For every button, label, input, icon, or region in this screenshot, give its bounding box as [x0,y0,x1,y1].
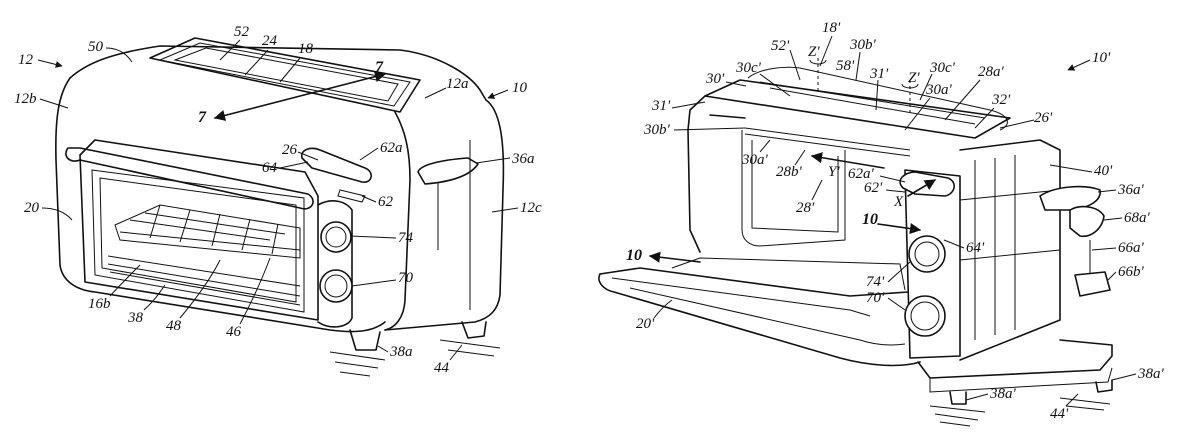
left-figure-labels: 12 12b 50 52 24 18 12a 10 7 7 26 62a 36a… [14,24,542,376]
label-Yp: Y' [828,164,840,180]
label-30cp-right: 30c' [929,60,956,76]
label-62p: 62' [864,180,883,196]
toaster-oven-open-drawing [598,58,1113,427]
label-62a: 62a [380,140,403,156]
label-62ap: 62a' [848,166,875,182]
label-30ap-left: 30a' [741,152,769,168]
label-31p-top: 31' [869,66,889,82]
label-20: 20 [24,200,40,216]
toaster-oven-closed-drawing [55,37,505,377]
label-44: 44 [434,360,450,376]
label-31p-left: 31' [651,98,671,114]
label-30cp-left: 30c' [735,60,762,76]
label-24: 24 [262,33,278,49]
label-30p-top: 30' [705,71,725,87]
label-58p: 58' [836,58,855,74]
label-28ap: 28a' [978,64,1005,80]
label-68ap: 68a' [1124,210,1151,226]
label-28p: 28' [796,200,815,216]
label-70: 70 [398,270,414,286]
label-10-lower: 10 [626,247,642,264]
label-52: 52 [234,24,250,40]
label-48: 48 [166,318,182,334]
label-62: 62 [378,194,394,210]
label-12: 12 [18,52,34,68]
label-7-bottom: 7 [198,109,207,126]
label-50: 50 [88,39,104,55]
label-Zp-1: Z' [808,44,820,60]
label-12a: 12a [446,76,469,92]
label-38ap-right: 38a' [1137,366,1165,382]
label-64: 64 [262,160,278,176]
label-66bp: 66b' [1118,264,1145,280]
label-30ap-top: 30a' [925,82,953,98]
label-Zp-2: Z' [908,70,920,86]
label-32p: 32' [991,92,1011,108]
label-66ap: 66a' [1118,240,1145,256]
label-74p: 74' [866,274,885,290]
right-figure-labels: 10' 18' 52' Z' 30b' 30' 58' 31' 30c' 30c… [626,20,1165,422]
label-18p: 18' [822,20,841,36]
label-46: 46 [226,324,242,340]
label-10p: 10' [1092,50,1111,66]
label-26: 26 [282,142,298,158]
label-26p: 26' [1034,110,1053,126]
label-10-upper: 10 [862,211,878,228]
label-Xp: X' [893,194,907,210]
label-38a: 38a [389,344,413,360]
label-52p: 52' [771,38,790,54]
label-70p: 70' [866,290,885,306]
label-30bp-left: 30b' [643,122,671,138]
label-28bp: 28b' [776,164,803,180]
label-38: 38 [127,310,144,326]
label-30bp-top: 30b' [849,37,877,53]
label-74: 74 [398,230,414,246]
label-12c: 12c [520,200,542,216]
label-18: 18 [298,41,314,57]
label-36ap: 36a' [1117,182,1145,198]
label-64p: 64' [966,240,985,256]
label-16b: 16b [88,296,111,312]
label-20p: 20' [636,316,655,332]
label-36a: 36a [511,151,535,167]
label-40p: 40' [1094,163,1113,179]
label-12b: 12b [14,91,37,107]
label-44p: 44' [1050,406,1069,422]
label-7-top: 7 [375,59,384,76]
label-38ap-left: 38a' [989,386,1017,402]
label-10: 10 [512,80,528,96]
